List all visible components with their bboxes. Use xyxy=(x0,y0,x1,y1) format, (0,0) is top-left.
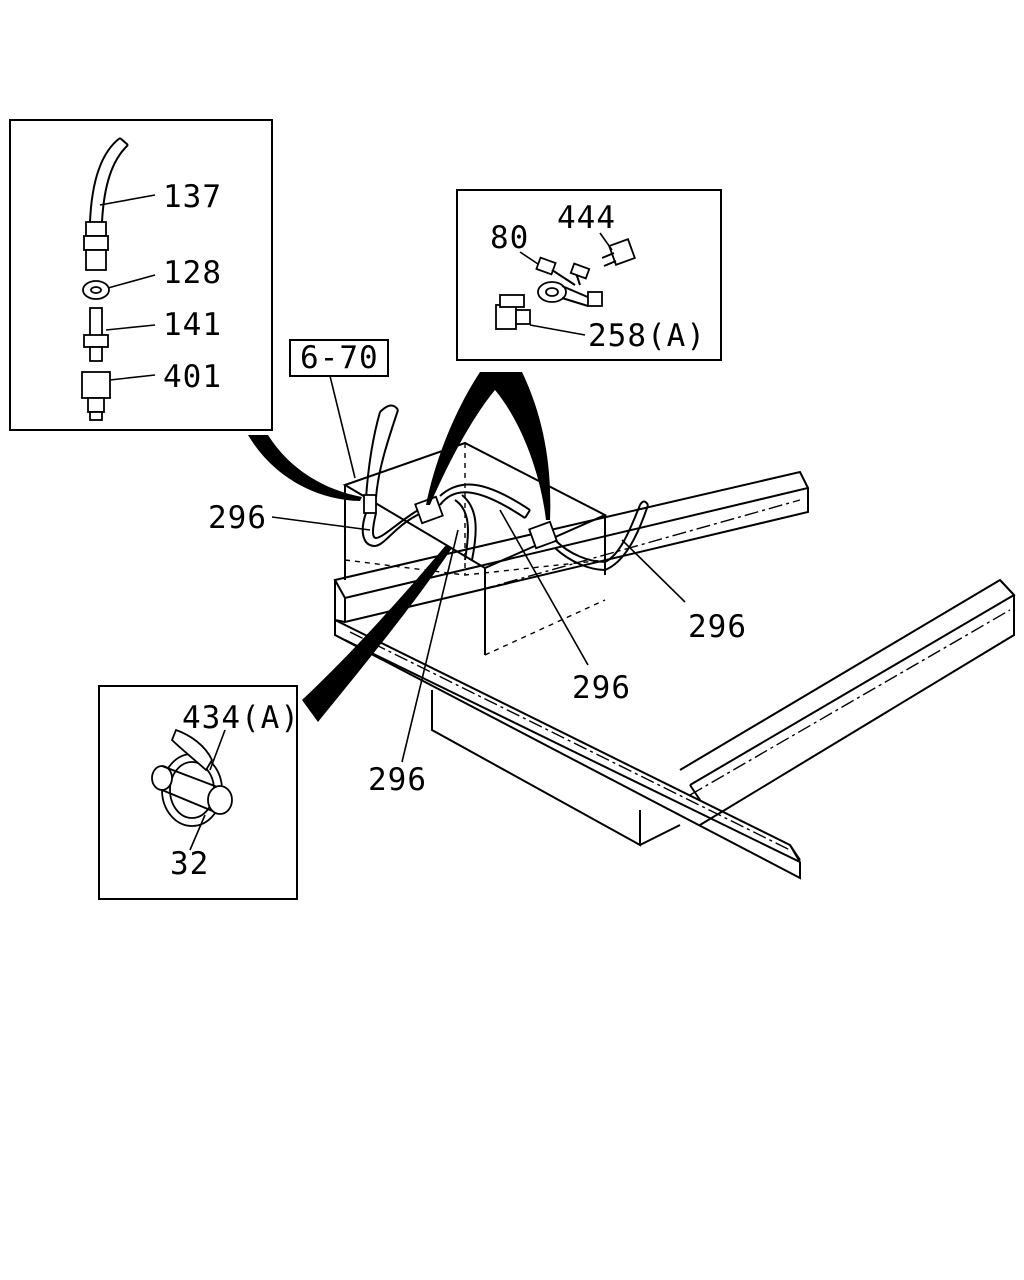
label-296-right: 296 xyxy=(688,609,747,645)
label-296-left: 296 xyxy=(208,500,267,536)
label-128: 128 xyxy=(163,255,222,291)
label-80: 80 xyxy=(490,220,529,256)
label-258a: 258(A) xyxy=(588,318,706,354)
label-296-mid: 296 xyxy=(572,670,631,706)
inset-tee-fittings xyxy=(456,189,722,361)
frame-rails xyxy=(333,470,1016,880)
label-296-bottom: 296 xyxy=(368,762,427,798)
label-137: 137 xyxy=(163,179,222,215)
label-ref-6-70: 6-70 xyxy=(300,340,379,376)
label-141: 141 xyxy=(163,307,222,343)
inset-clip xyxy=(98,685,298,900)
callout-wedges xyxy=(248,372,551,722)
leader-lines-296 xyxy=(271,509,686,763)
inset-hose-fittings xyxy=(9,119,273,431)
label-444: 444 xyxy=(557,200,616,236)
label-434a: 434(A) xyxy=(182,700,300,736)
reference-callout xyxy=(289,339,389,479)
label-32: 32 xyxy=(170,846,209,882)
label-401: 401 xyxy=(163,359,222,395)
pipes xyxy=(361,404,649,571)
tank-box xyxy=(342,441,608,656)
